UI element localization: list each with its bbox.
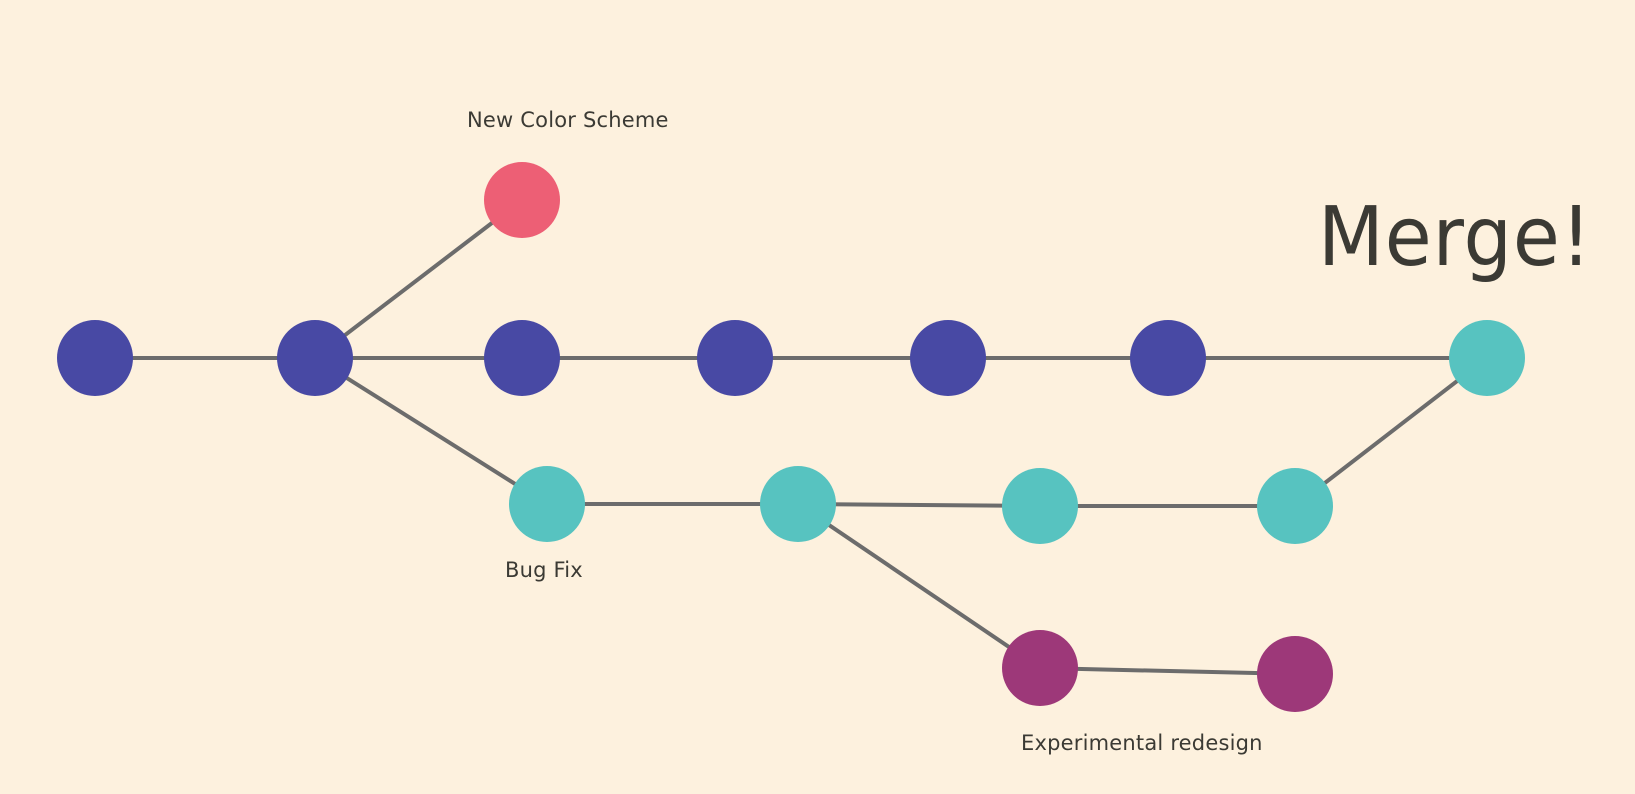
branch-label-new-color-scheme: New Color Scheme	[467, 108, 669, 132]
merge-title: Merge!	[1318, 190, 1593, 285]
edge-m2-b1	[313, 356, 549, 506]
commit-node-m3	[484, 320, 560, 396]
commit-node-e2	[1257, 636, 1333, 712]
commit-node-m6	[1130, 320, 1206, 396]
commit-node-merge	[1449, 320, 1525, 396]
commit-node-m1	[57, 320, 133, 396]
edge-e1-e2	[1038, 666, 1297, 676]
commit-node-m5	[910, 320, 986, 396]
commit-node-b1	[509, 466, 585, 542]
branch-label-experimental-redesign: Experimental redesign	[1021, 731, 1263, 755]
commit-node-m2	[277, 320, 353, 396]
commit-node-m4	[697, 320, 773, 396]
commit-node-b3	[1002, 468, 1078, 544]
branch-edges	[93, 198, 1489, 676]
commit-nodes	[57, 162, 1525, 712]
commit-node-b2	[760, 466, 836, 542]
commit-node-b4	[1257, 468, 1333, 544]
edge-m2-c1	[313, 198, 524, 360]
edge-b4-merge	[1293, 356, 1489, 508]
edge-b2-b3	[796, 502, 1042, 508]
commit-node-e1	[1002, 630, 1078, 706]
commit-node-c1	[484, 162, 560, 238]
edge-b2-e1	[796, 502, 1042, 670]
branch-label-bug-fix: Bug Fix	[505, 558, 583, 582]
